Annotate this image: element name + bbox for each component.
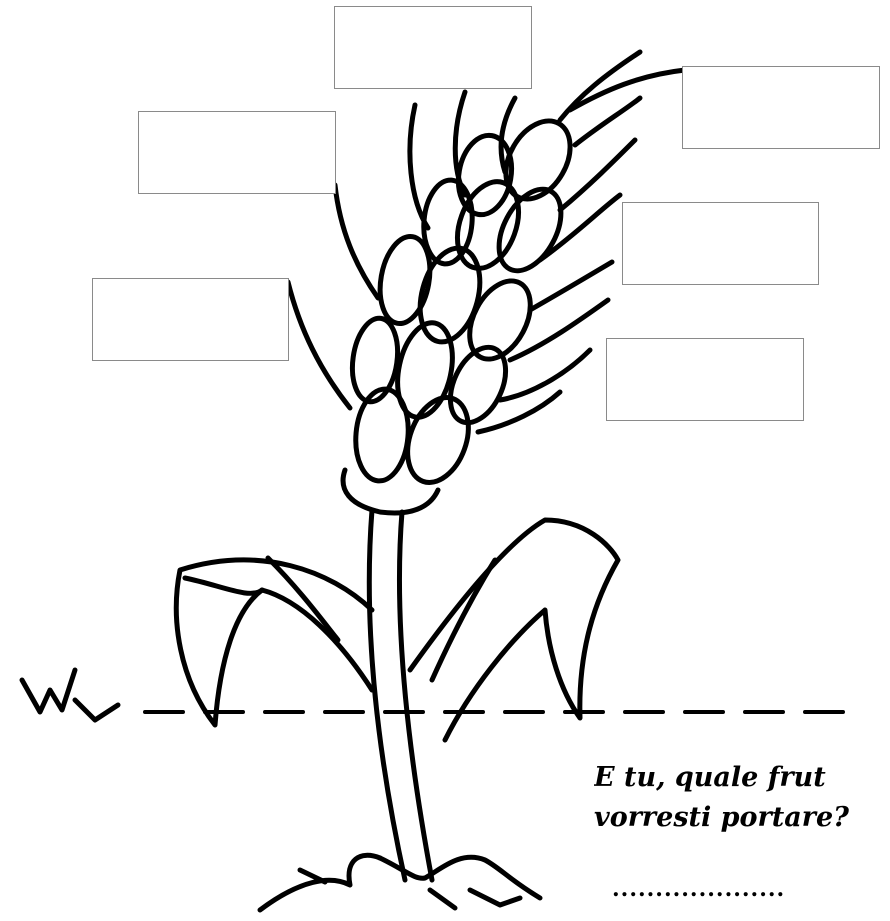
question-line-2: vorresti portare? bbox=[594, 798, 890, 838]
leaves bbox=[176, 520, 618, 740]
grass-tuft-left bbox=[22, 670, 118, 720]
label-box-lower-right[interactable] bbox=[606, 338, 804, 421]
label-box-middle-left[interactable] bbox=[92, 278, 289, 361]
question-line-1: E tu, quale frut bbox=[594, 758, 890, 798]
label-box-top-center[interactable] bbox=[334, 6, 532, 89]
label-box-middle-right[interactable] bbox=[622, 202, 819, 285]
stem bbox=[369, 510, 432, 880]
label-box-upper-left[interactable] bbox=[138, 111, 336, 194]
label-box-top-right[interactable] bbox=[682, 66, 880, 149]
answer-dotted-line[interactable]: .................... bbox=[612, 876, 890, 902]
question-text: E tu, quale frut vorresti portare? bbox=[594, 758, 890, 838]
